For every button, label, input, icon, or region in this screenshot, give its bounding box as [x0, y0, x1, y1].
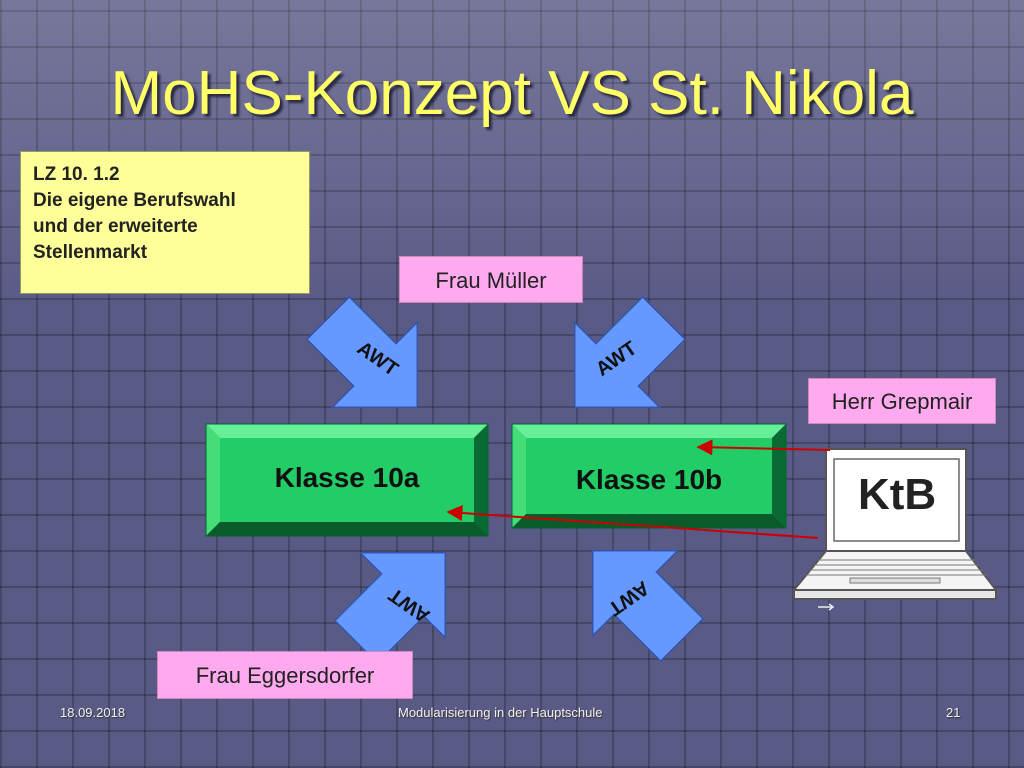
footer-date: 18.09.2018: [60, 705, 126, 720]
person-label-right: Herr Grepmair: [808, 378, 996, 424]
link-line-to-10a: [446, 505, 819, 539]
class-label-10a: Klasse 10a: [274, 462, 420, 493]
footer-page-number: 21: [946, 705, 961, 720]
awt-arrow-bottom-right: [591, 549, 705, 663]
class-label-10b: Klasse 10b: [575, 464, 723, 495]
computer-label: KtB: [858, 470, 937, 519]
link-line-to-10b: [696, 439, 831, 456]
slide-title: MoHS-Konzept VS St. Nikola: [110, 59, 914, 128]
learning-goal-line: Stellenmarkt: [33, 242, 148, 263]
class-box-10b: [511, 423, 787, 529]
person-label-bottom: Frau Eggersdorfer: [157, 651, 413, 699]
footer-title: Modularisierung in der Hauptschule: [398, 705, 603, 720]
laptop-icon: [791, 448, 999, 611]
class-box-10a: [205, 423, 489, 537]
learning-goal-line: LZ 10. 1.2: [33, 164, 120, 185]
awt-arrow-top-right: [573, 295, 687, 409]
awt-arrow-top-left: [305, 295, 419, 409]
awt-arrow-bottom-left: [333, 551, 447, 665]
learning-goal-line: Die eigene Berufswahl: [33, 190, 236, 211]
person-label-top: Frau Müller: [399, 256, 583, 303]
learning-goal-line: und der erweiterte: [33, 216, 198, 237]
learning-goal-box: LZ 10. 1.2 Die eigene Berufswahl und der…: [20, 151, 310, 294]
